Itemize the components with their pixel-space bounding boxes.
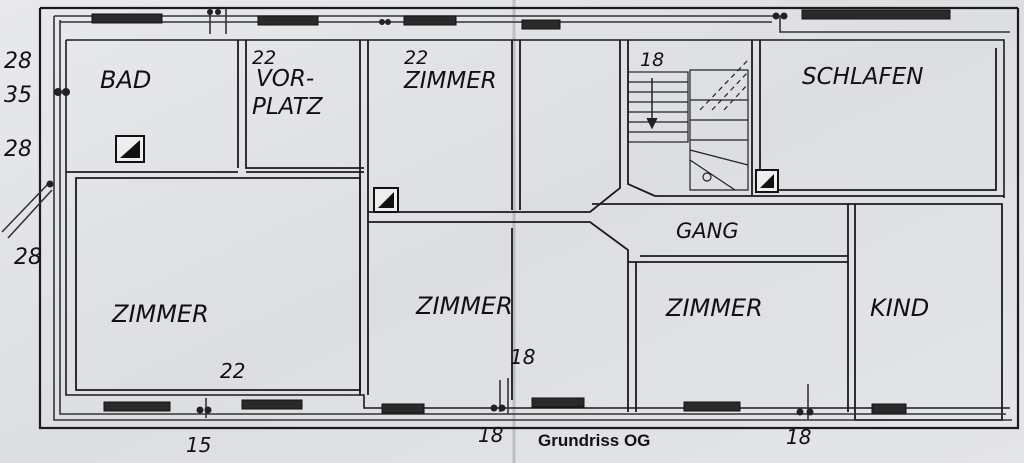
pipe-size-bottom-15: 15 [186, 433, 211, 457]
room-label-zimmer-right: ZIMMER [665, 294, 763, 322]
outer-walls [38, 6, 1020, 430]
pipe-size-stair-18: 18 [640, 49, 664, 71]
room-label-bad: BAD [100, 66, 151, 94]
room-label-kind: KIND [870, 294, 929, 322]
room-label-vorplatz-line1: VOR- [256, 66, 314, 92]
room-label-zimmer-left: ZIMMER [111, 300, 209, 328]
pipe-size-left-35: 35 [4, 83, 32, 108]
staircase [627, 59, 749, 191]
room-label-vorplatz-line2: PLATZ [252, 94, 324, 120]
radiators [91, 9, 951, 414]
pipe-size-zimmer-bottom-22: 22 [220, 359, 245, 383]
pipe-size-labels: 28 35 28 28 22 22 18 22 15 18 18 18 [4, 47, 811, 457]
pipe-size-vorplatz-22: 22 [252, 47, 276, 69]
pipe-size-left-28-b: 28 [4, 137, 32, 162]
valves [46, 9, 814, 416]
room-label-gang: GANG [676, 219, 739, 243]
room-label-zimmer-top: ZIMMER [403, 68, 497, 94]
room-label-schlafen: SCHLAFEN [802, 64, 923, 90]
pipe-size-bottom-18-b: 18 [786, 425, 811, 449]
pipe-size-mid-18: 18 [510, 345, 535, 369]
pipe-size-left-28-a: 28 [4, 49, 32, 74]
room-label-zimmer-mid: ZIMMER [415, 292, 513, 320]
chimney-flues [115, 135, 779, 213]
pipe-size-zimmer-top-22: 22 [404, 47, 428, 69]
pipe-size-left-28-c: 28 [14, 245, 42, 270]
room-labels: BAD VOR- PLATZ ZIMMER SCHLAFEN GANG ZIMM… [100, 64, 929, 328]
interior-walls [66, 40, 1004, 421]
plan-caption: Grundriss OG [538, 431, 650, 450]
pipe-size-bottom-18-a: 18 [478, 423, 503, 447]
